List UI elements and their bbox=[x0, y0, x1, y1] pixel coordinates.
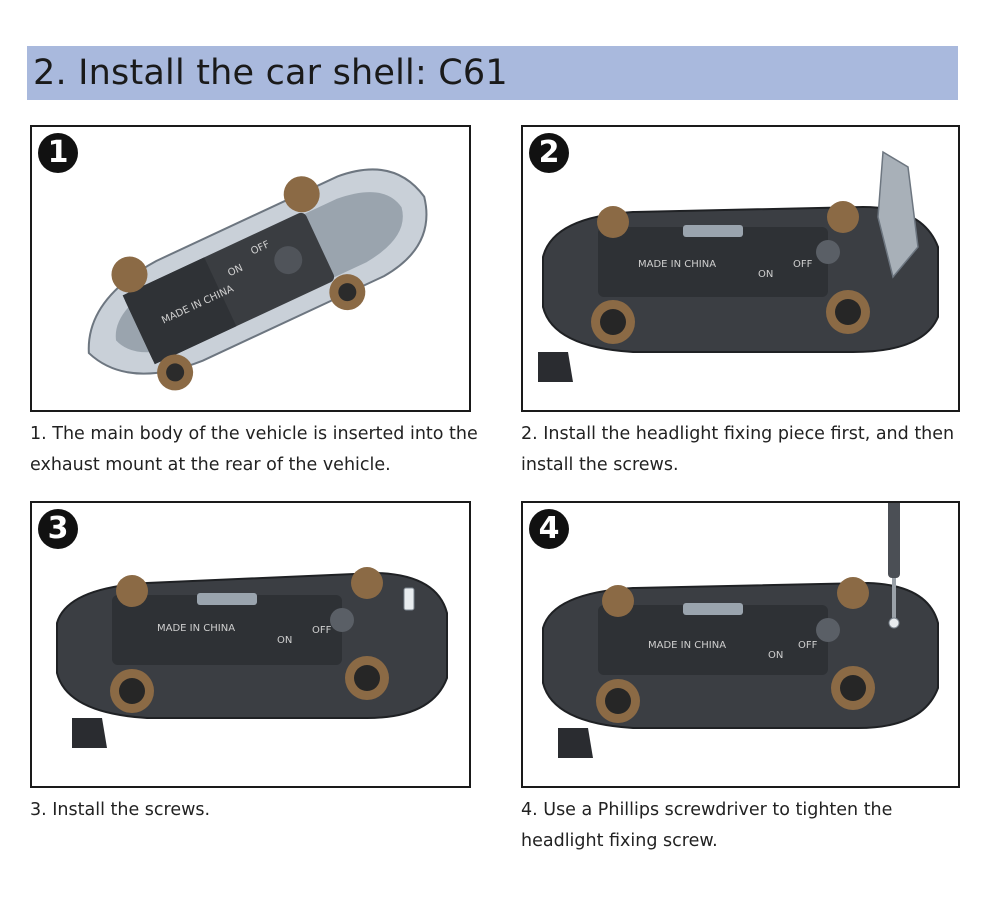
step-2-car-illustration: MADE IN CHINA ON OFF bbox=[538, 150, 939, 382]
step-3-on-label: ON bbox=[277, 635, 292, 646]
section-title: 2. Install the car shell: C61 bbox=[33, 53, 508, 93]
section-header: 2. Install the car shell: C61 bbox=[27, 46, 958, 100]
step-4-off-label: OFF bbox=[798, 640, 818, 651]
step-3-panel: 3 MADE IN CHINA ON OFF bbox=[30, 501, 471, 788]
step-3-off-label: OFF bbox=[312, 625, 332, 636]
step-4-car-illustration: MADE IN CHINA ON OFF bbox=[542, 503, 939, 758]
step-4-panel: 4 MADE IN CHINA ON OFF bbox=[521, 501, 960, 788]
step-3-caption: 3. Install the screws. bbox=[30, 800, 211, 820]
step-2-on-label: ON bbox=[758, 269, 773, 280]
step-1-badge: 1 bbox=[38, 133, 78, 173]
step-2-caption: 2. Install the headlight fixing piece fi… bbox=[521, 424, 955, 475]
step-2-off-label: OFF bbox=[793, 259, 813, 270]
step-3-badge: 3 bbox=[38, 509, 78, 549]
step-3-made-in-label: MADE IN CHINA bbox=[157, 623, 235, 634]
step-1-caption: 1. The main body of the vehicle is inser… bbox=[30, 424, 478, 475]
step-3-car-illustration: MADE IN CHINA ON OFF bbox=[56, 567, 448, 748]
step-4-made-in-label: MADE IN CHINA bbox=[648, 640, 726, 651]
step-2-badge: 2 bbox=[529, 133, 569, 173]
step-4-on-label: ON bbox=[768, 650, 783, 661]
step-2-made-in-label: MADE IN CHINA bbox=[638, 259, 716, 270]
step-4-badge: 4 bbox=[529, 509, 569, 549]
step-1-car-illustration: MADE IN CHINA ON OFF bbox=[87, 168, 428, 391]
step-4-caption: 4. Use a Phillips screwdriver to tighten… bbox=[521, 800, 893, 851]
step-1-panel: 1 MADE IN CHINA ON OFF bbox=[30, 125, 471, 412]
step-2-panel: 2 MADE IN CHINA ON OFF bbox=[521, 125, 960, 412]
